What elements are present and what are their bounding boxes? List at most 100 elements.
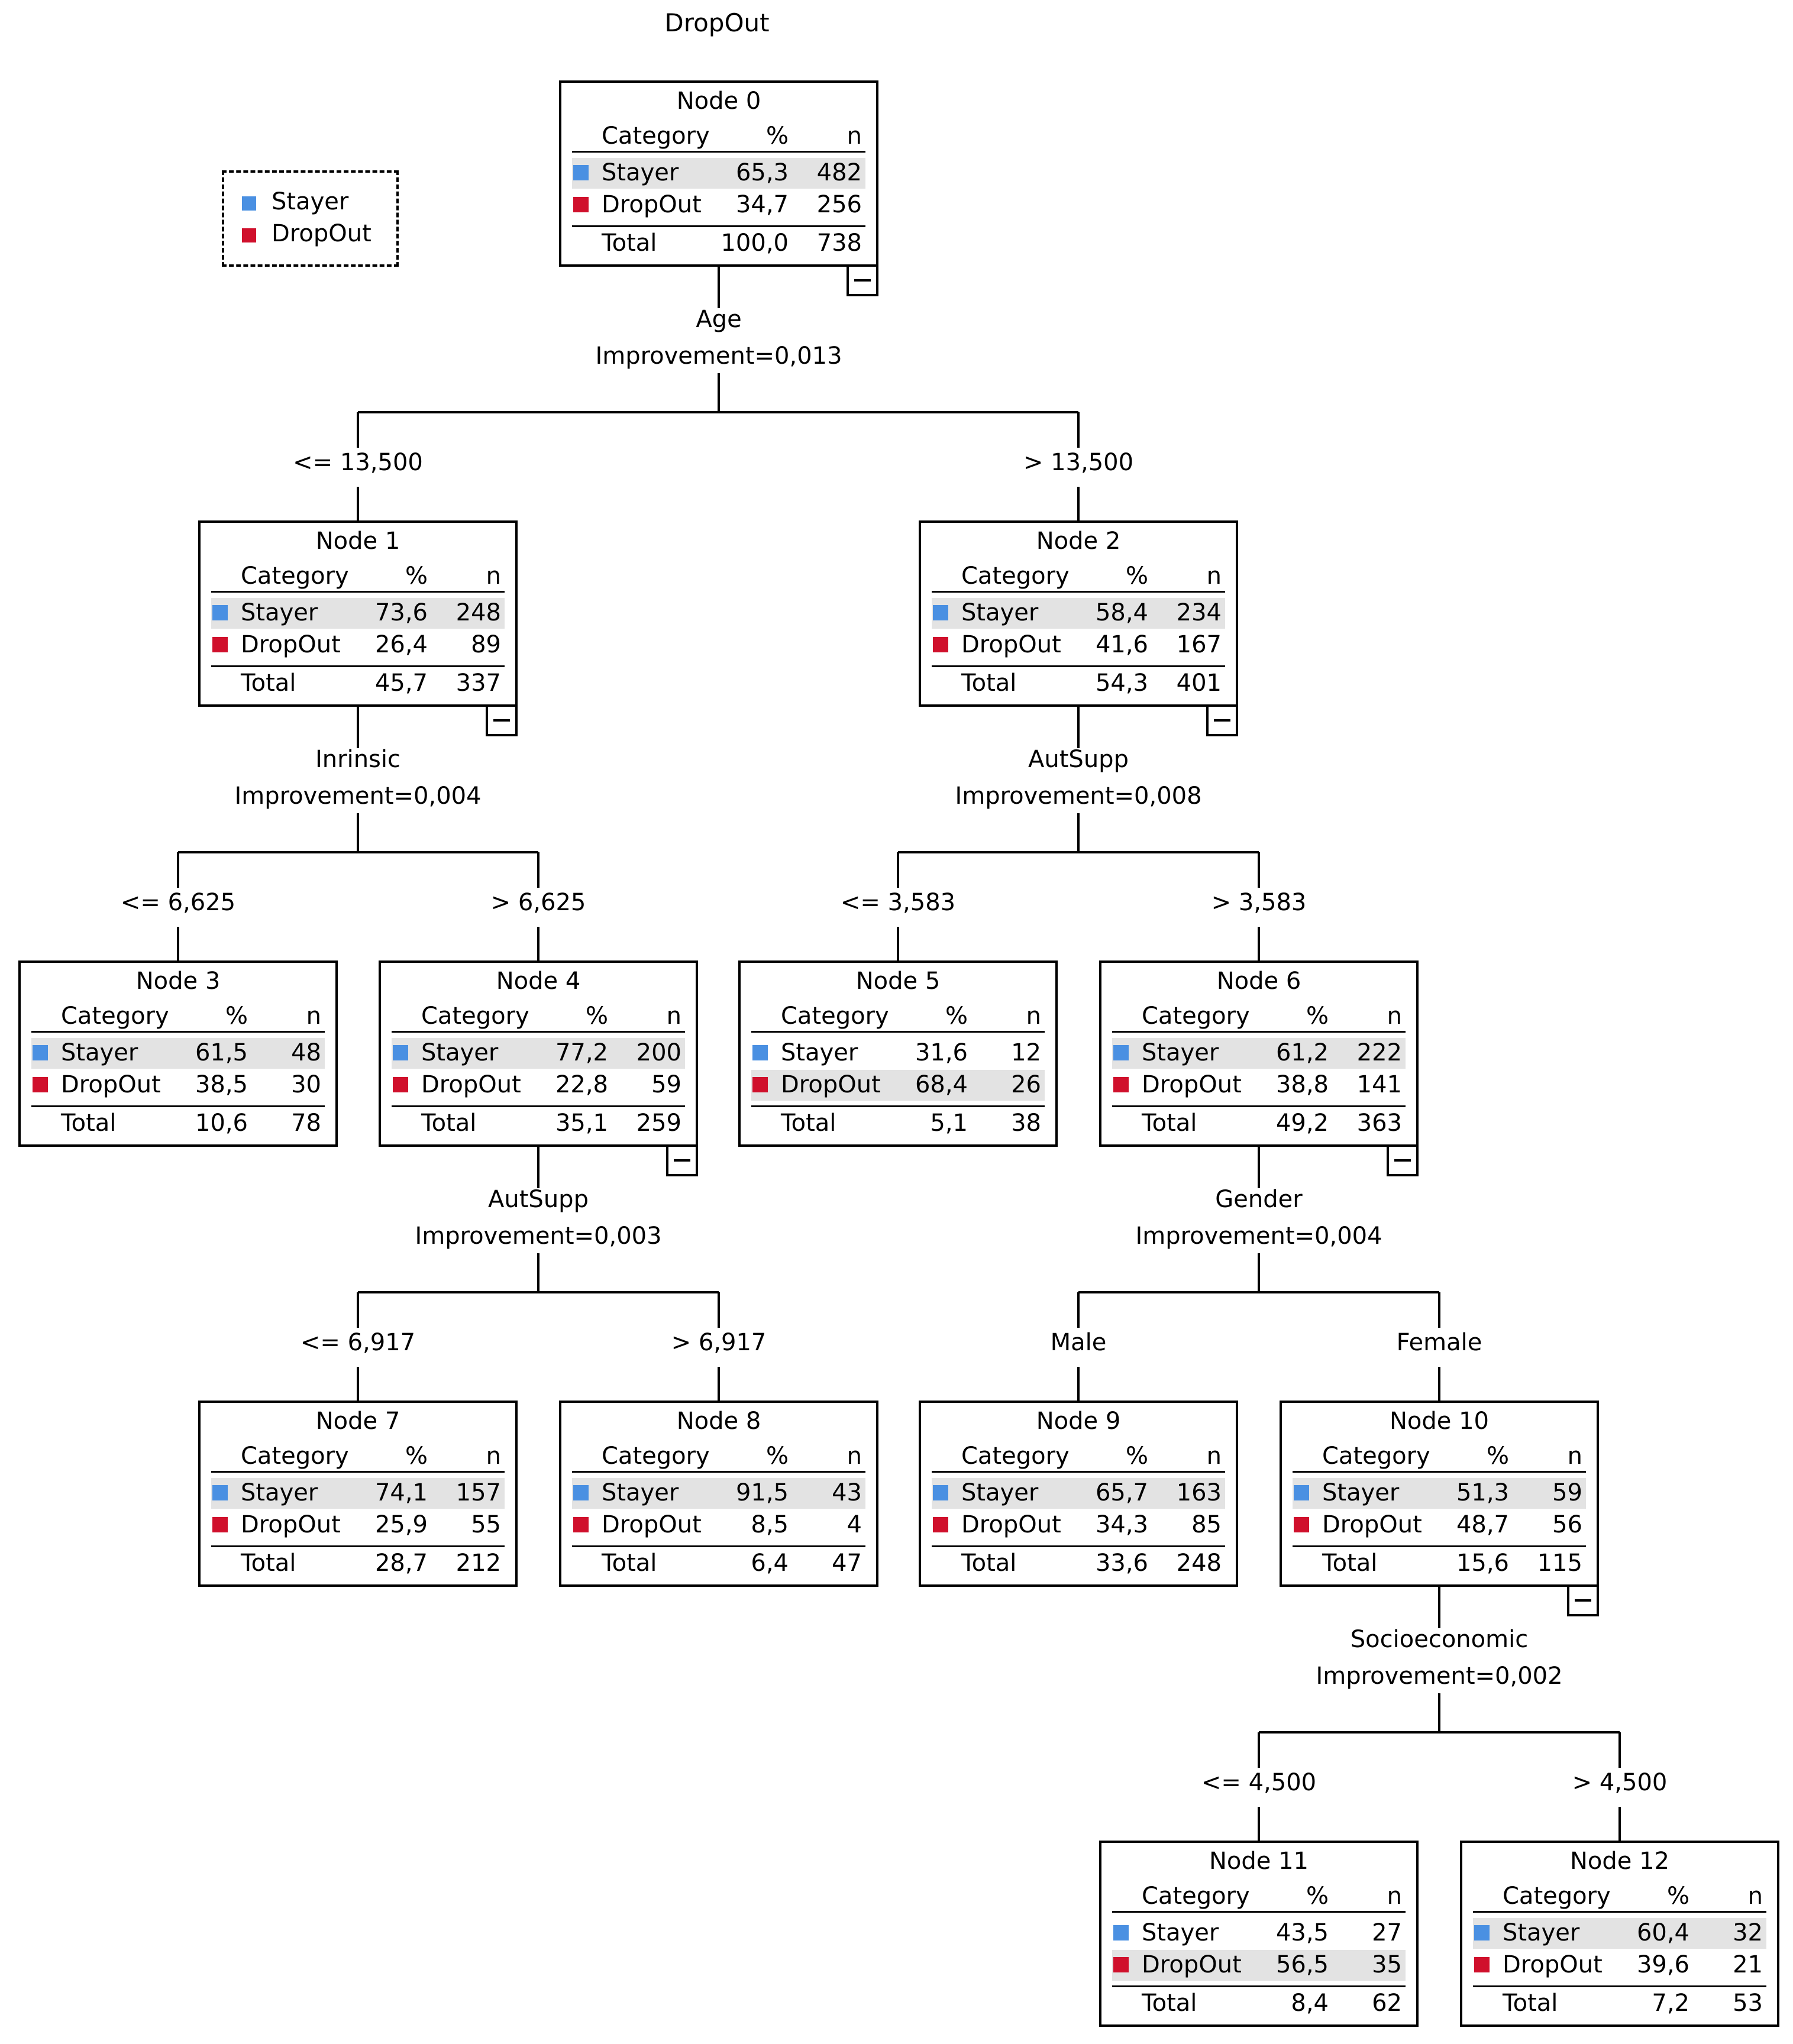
total-count: 38 [1011, 1110, 1041, 1137]
swatch-dropout [212, 1517, 228, 1532]
header-category: Category [241, 562, 349, 590]
header-count: n [486, 1443, 501, 1470]
count-value: 89 [471, 631, 501, 658]
swatch-dropout [933, 1517, 948, 1532]
improvement-label: Improvement=0,004 [1135, 1222, 1382, 1250]
percent-value: 43,5 [1275, 1919, 1329, 1946]
category-label: DropOut [602, 1511, 702, 1538]
header-percent: % [765, 122, 789, 150]
collapse-node-button[interactable] [666, 1144, 698, 1176]
total-percent: 28,7 [374, 1550, 428, 1577]
swatch-stayer [1294, 1485, 1309, 1500]
header-count: n [486, 562, 501, 590]
node-table-header: Category%n [1473, 1883, 1766, 1913]
collapse-node-button[interactable] [1567, 1584, 1599, 1616]
collapse-node-button[interactable] [1206, 704, 1238, 736]
category-row-stayer: Stayer 51,3 59 [1293, 1478, 1586, 1509]
total-percent: 7,2 [1652, 1990, 1689, 2017]
percent-value: 25,9 [374, 1511, 428, 1538]
header-percent: % [585, 1002, 608, 1030]
category-label: DropOut [1503, 1951, 1603, 1978]
header-category: Category [61, 1002, 169, 1030]
percent-value: 31,6 [915, 1039, 968, 1066]
total-count: 115 [1537, 1550, 1582, 1577]
total-percent: 5,1 [930, 1110, 968, 1137]
improvement-label: Improvement=0,002 [1316, 1663, 1563, 1690]
percent-value: 51,3 [1456, 1479, 1509, 1506]
percent-value: 58,4 [1095, 599, 1148, 626]
total-label: Total [241, 1550, 296, 1577]
header-percent: % [1125, 1443, 1148, 1470]
count-value: 30 [291, 1071, 321, 1098]
collapse-node-button[interactable] [486, 704, 518, 736]
count-value: 59 [1552, 1479, 1582, 1506]
percent-value: 38,5 [195, 1071, 248, 1098]
percent-value: 34,7 [735, 191, 789, 218]
header-percent: % [1306, 1002, 1329, 1030]
header-count: n [1387, 1002, 1402, 1030]
swatch-dropout [1294, 1517, 1309, 1532]
collapse-node-button[interactable] [1387, 1144, 1419, 1176]
total-label: Total [1142, 1990, 1197, 2017]
total-count: 53 [1733, 1990, 1763, 2017]
count-value: 248 [455, 599, 501, 626]
category-label: Stayer [961, 599, 1039, 626]
swatch-stayer [1474, 1925, 1490, 1940]
count-value: 32 [1733, 1919, 1763, 1946]
count-value: 43 [832, 1479, 862, 1506]
percent-value: 8,5 [751, 1511, 789, 1538]
total-percent: 6,4 [751, 1550, 789, 1577]
branch-condition-label: > 6,917 [671, 1329, 767, 1356]
category-label: Stayer [602, 1479, 679, 1506]
branch-condition-label: <= 6,625 [120, 889, 236, 916]
percent-value: 34,3 [1095, 1511, 1148, 1538]
collapse-node-button[interactable] [847, 264, 878, 296]
node-title: Node 2 [1036, 528, 1121, 555]
header-count: n [666, 1002, 681, 1030]
category-label: Stayer [1322, 1479, 1400, 1506]
swatch-stayer [933, 1485, 948, 1500]
branch-condition-label: <= 3,583 [840, 889, 956, 916]
count-value: 21 [1733, 1951, 1763, 1978]
total-count: 401 [1176, 670, 1222, 697]
total-label: Total [1142, 1110, 1197, 1137]
category-label: DropOut [421, 1071, 521, 1098]
node-table-header: Category%n [211, 1443, 505, 1473]
branch-condition-label: <= 6,917 [300, 1329, 416, 1356]
branch-condition-label: <= 4,500 [1201, 1769, 1317, 1796]
percent-value: 91,5 [735, 1479, 789, 1506]
header-category: Category [602, 122, 710, 150]
header-count: n [1747, 1883, 1763, 1910]
percent-value: 26,4 [374, 631, 428, 658]
header-count: n [847, 1443, 862, 1470]
branch-condition-label: > 6,625 [490, 889, 586, 916]
split-variable-label: Inrinsic [315, 746, 400, 773]
total-count: 337 [455, 670, 501, 697]
total-percent: 33,6 [1095, 1550, 1148, 1577]
header-category: Category [241, 1443, 349, 1470]
total-label: Total [602, 229, 657, 257]
percent-value: 65,7 [1095, 1479, 1148, 1506]
count-value: 222 [1356, 1039, 1402, 1066]
node-table-header: Category%n [751, 1002, 1045, 1033]
legend-swatch-dropout [242, 228, 256, 242]
